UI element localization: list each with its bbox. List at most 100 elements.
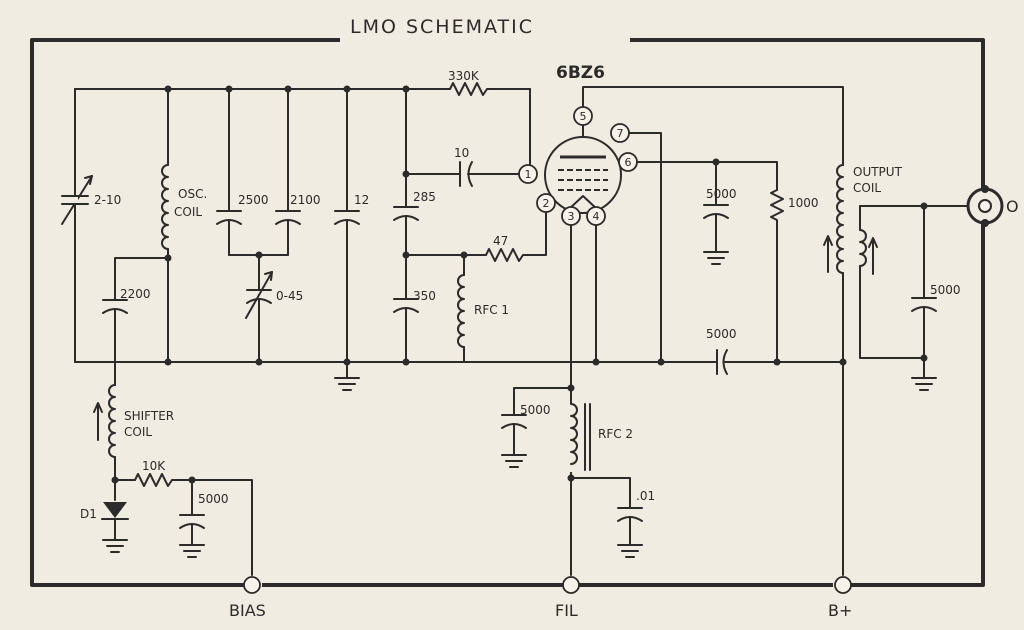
label-osc: OSC. <box>178 187 207 201</box>
label-shifter: SHIFTER <box>124 409 174 423</box>
pin7-wire <box>627 132 662 363</box>
output-coil-arrowhead <box>823 235 833 246</box>
label-01: .01 <box>636 489 655 503</box>
terminal-bplus <box>834 576 852 594</box>
fil-cap-wire <box>513 387 572 416</box>
label-output-coil: COIL <box>853 181 881 195</box>
pin6-wire <box>635 161 778 191</box>
output-connector-center <box>978 199 992 213</box>
secondary-bottom-wire <box>859 265 925 359</box>
junction-dots <box>111 85 928 484</box>
tube-pin-5 <box>573 106 593 126</box>
shifter-coil <box>108 384 116 458</box>
resistor-10k <box>134 473 253 576</box>
label-47: 47 <box>493 234 508 248</box>
tube-heater <box>567 195 599 211</box>
junction <box>225 85 233 93</box>
junction <box>402 358 410 366</box>
tube-pin-2 <box>536 193 556 213</box>
label-330k: 330K <box>448 69 480 83</box>
junction <box>567 384 575 392</box>
label-2500: 2500 <box>238 193 269 207</box>
junction <box>920 202 928 210</box>
label-5000-bias: 5000 <box>198 492 229 506</box>
pin-label-6: 6 <box>625 156 632 169</box>
label-5000-fil: 5000 <box>520 403 551 417</box>
pin-label-2: 2 <box>543 197 550 210</box>
label-5000-out: 5000 <box>930 283 961 297</box>
label-coil: COIL <box>174 205 202 219</box>
junction <box>164 358 172 366</box>
label-2-10: 2-10 <box>94 193 121 207</box>
junction <box>343 358 351 366</box>
label-2200: 2200 <box>120 287 151 301</box>
junction <box>402 85 410 93</box>
tube-pin-1 <box>518 164 538 184</box>
resistor-330k <box>449 82 491 96</box>
terminal-bias <box>243 576 261 594</box>
junction <box>343 85 351 93</box>
terminal-output-label: O <box>1006 197 1019 216</box>
plate-to-bplus <box>582 86 844 166</box>
label-d1: D1 <box>80 507 97 521</box>
output-connector-bottom <box>981 219 989 227</box>
pin-label-3: 3 <box>568 210 575 223</box>
pin-label-7: 7 <box>617 127 624 140</box>
junction <box>255 358 263 366</box>
tube-pin-6 <box>618 152 638 172</box>
junction <box>164 254 172 262</box>
cap-5000-b-plate-right <box>722 349 728 375</box>
terminal-fil-label: FIL <box>555 601 578 620</box>
pin-label-1: 1 <box>525 168 532 181</box>
tube-envelope <box>544 136 622 214</box>
label-12: 12 <box>354 193 369 207</box>
rfc1-coil <box>457 274 465 348</box>
junction <box>402 170 410 178</box>
tube-pin-7 <box>610 123 630 143</box>
label-shifter-coil: COIL <box>124 425 152 439</box>
title-backdrop <box>340 6 630 46</box>
terminal-bplus-label: B+ <box>828 601 852 620</box>
schematic-title: LMO SCHEMATIC <box>350 16 534 38</box>
cap-0-45-arrow <box>245 271 273 319</box>
label-output: OUTPUT <box>853 165 903 179</box>
terminal-fil <box>562 576 580 594</box>
resistor-1000 <box>770 189 784 363</box>
label-2100: 2100 <box>290 193 321 207</box>
rfc2-coil <box>570 403 578 465</box>
cap-01-top-wire <box>570 477 631 509</box>
junction <box>164 85 172 93</box>
junction <box>839 358 847 366</box>
junction <box>712 158 720 166</box>
label-5000-plate: 5000 <box>706 187 737 201</box>
label-10: 10 <box>454 146 469 160</box>
junction <box>284 85 292 93</box>
tube-pin-3 <box>561 206 581 226</box>
label-0-45: 0-45 <box>276 289 303 303</box>
resistor-47 <box>485 211 547 262</box>
label-285: 285 <box>413 190 436 204</box>
label-10k: 10K <box>142 459 166 473</box>
junction <box>920 354 928 362</box>
junction <box>255 251 263 259</box>
shifter-coil-arrowhead <box>93 402 103 413</box>
junction <box>402 251 410 259</box>
junction <box>188 476 196 484</box>
secondary-arrowhead <box>868 237 878 248</box>
pin-label-5: 5 <box>580 110 587 123</box>
junction <box>460 251 468 259</box>
osc-coil <box>161 164 169 250</box>
terminal-bias-label: BIAS <box>229 601 266 620</box>
junction <box>111 476 119 484</box>
junction <box>657 358 665 366</box>
cap-0-45-arrowhead <box>264 271 273 281</box>
junction <box>773 358 781 366</box>
diode-d1 <box>103 502 127 518</box>
cap-2-10-arrowhead <box>84 175 93 185</box>
label-350: 350 <box>413 289 436 303</box>
label-rfc2: RFC 2 <box>598 427 633 441</box>
junction <box>592 358 600 366</box>
junction <box>567 474 575 482</box>
rfc2-gap <box>566 404 576 472</box>
